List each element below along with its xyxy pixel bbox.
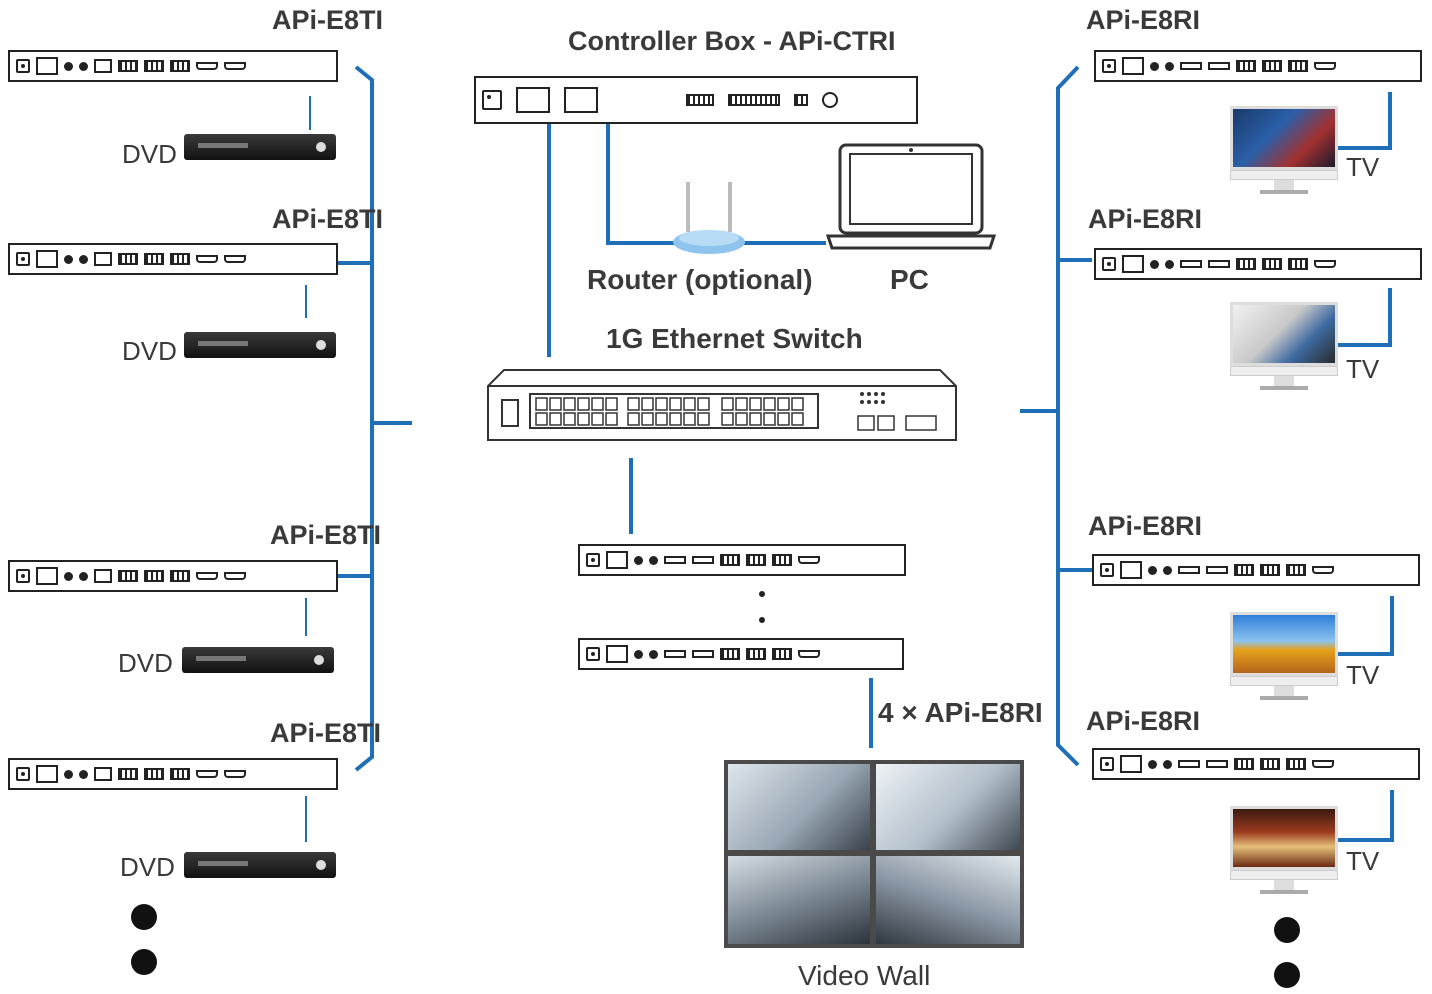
tv-label-2: TV [1346,354,1380,384]
pc-label: PC [890,264,929,295]
continuation-dot [759,617,765,623]
dvd-player-icon [184,134,336,160]
right-device-label-2: APi-E8RI [1088,204,1203,234]
continuation-dot [131,949,157,975]
router-label: Router (optional) [587,264,813,295]
right-device-label-3: APi-E8RI [1088,511,1203,541]
transmitter-panel-4 [8,758,338,790]
dvd-player-icon [184,332,336,358]
transmitter-panel-2 [8,243,338,275]
left-device-label-3: APi-E8TI [270,520,382,550]
receiver-panel-1 [1094,50,1422,82]
continuation-dot [131,904,157,930]
continuation-dot [1274,917,1300,943]
controller-title: Controller Box - APi-CTRI [568,26,896,56]
receiver-panel-4 [1092,748,1420,780]
dvd-label-4: DVD [120,852,175,882]
laptop-icon [826,143,997,250]
right-device-label-4: APi-E8RI [1086,706,1201,736]
left-device-label-2: APi-E8TI [272,204,384,234]
dvd-label-2: DVD [122,336,177,366]
receiver-panel-2 [1094,248,1422,280]
tv-icon [1230,106,1338,198]
video-wall-label: Video Wall [798,960,931,991]
dvd-player-icon [184,852,336,878]
continuation-dot [1274,962,1300,988]
ethernet-switch-icon [487,369,957,441]
tv-label-4: TV [1346,846,1380,876]
dvd-label-3: DVD [118,648,173,678]
receiver-panel-3 [1092,554,1420,586]
transmitter-panel-1 [8,50,338,82]
tv-label-1: TV [1346,152,1380,182]
dvd-label-1: DVD [122,139,177,169]
continuation-dot [759,591,765,597]
controller-box-panel [474,76,918,124]
left-device-label-4: APi-E8TI [270,718,382,748]
dvd-player-icon [182,647,334,673]
right-device-label-1: APi-E8RI [1086,5,1201,35]
transmitter-panel-3 [8,560,338,592]
left-device-label-1: APi-E8TI [272,5,384,35]
receiver-panel-center-2 [578,638,904,670]
tv-label-3: TV [1346,660,1380,690]
tv-icon [1230,302,1338,394]
tv-icon [1230,612,1338,704]
video-wall-icon [724,760,1024,948]
router-icon [673,182,745,254]
receiver-panel-center-1 [578,544,906,576]
receiver-count-label: 4 × APi-E8RI [878,697,1043,728]
switch-label: 1G Ethernet Switch [606,323,863,354]
tv-icon [1230,806,1338,898]
